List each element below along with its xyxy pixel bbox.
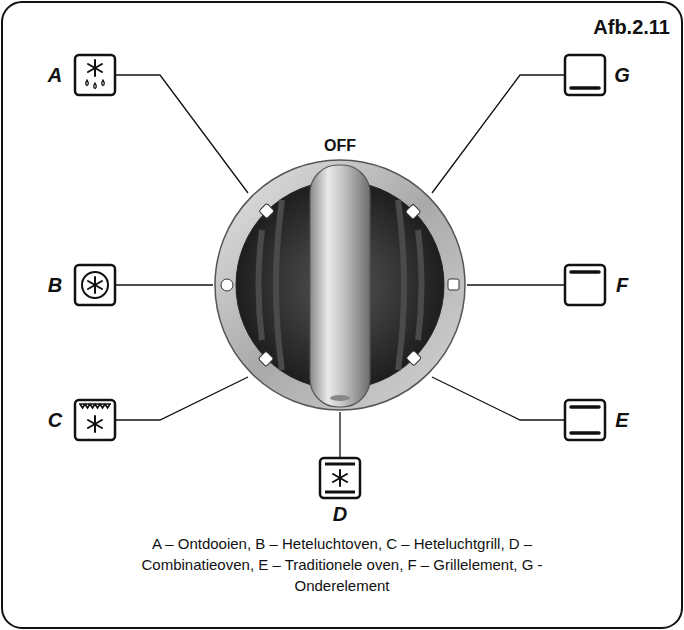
callout-letter: C (48, 409, 62, 432)
knob-off-mark: OFF (324, 137, 356, 155)
callout-letter: D (333, 503, 347, 526)
callout-letter: B (48, 274, 62, 297)
callout-letter: A (48, 64, 62, 87)
figure-title: Afb.2.11 (593, 16, 670, 39)
callout-letter: E (615, 409, 628, 432)
callout-letter: F (616, 274, 628, 297)
legend-caption: A – Ontdooien, B – Heteluchtoven, C – He… (107, 533, 577, 596)
callout-letter: G (614, 64, 630, 87)
